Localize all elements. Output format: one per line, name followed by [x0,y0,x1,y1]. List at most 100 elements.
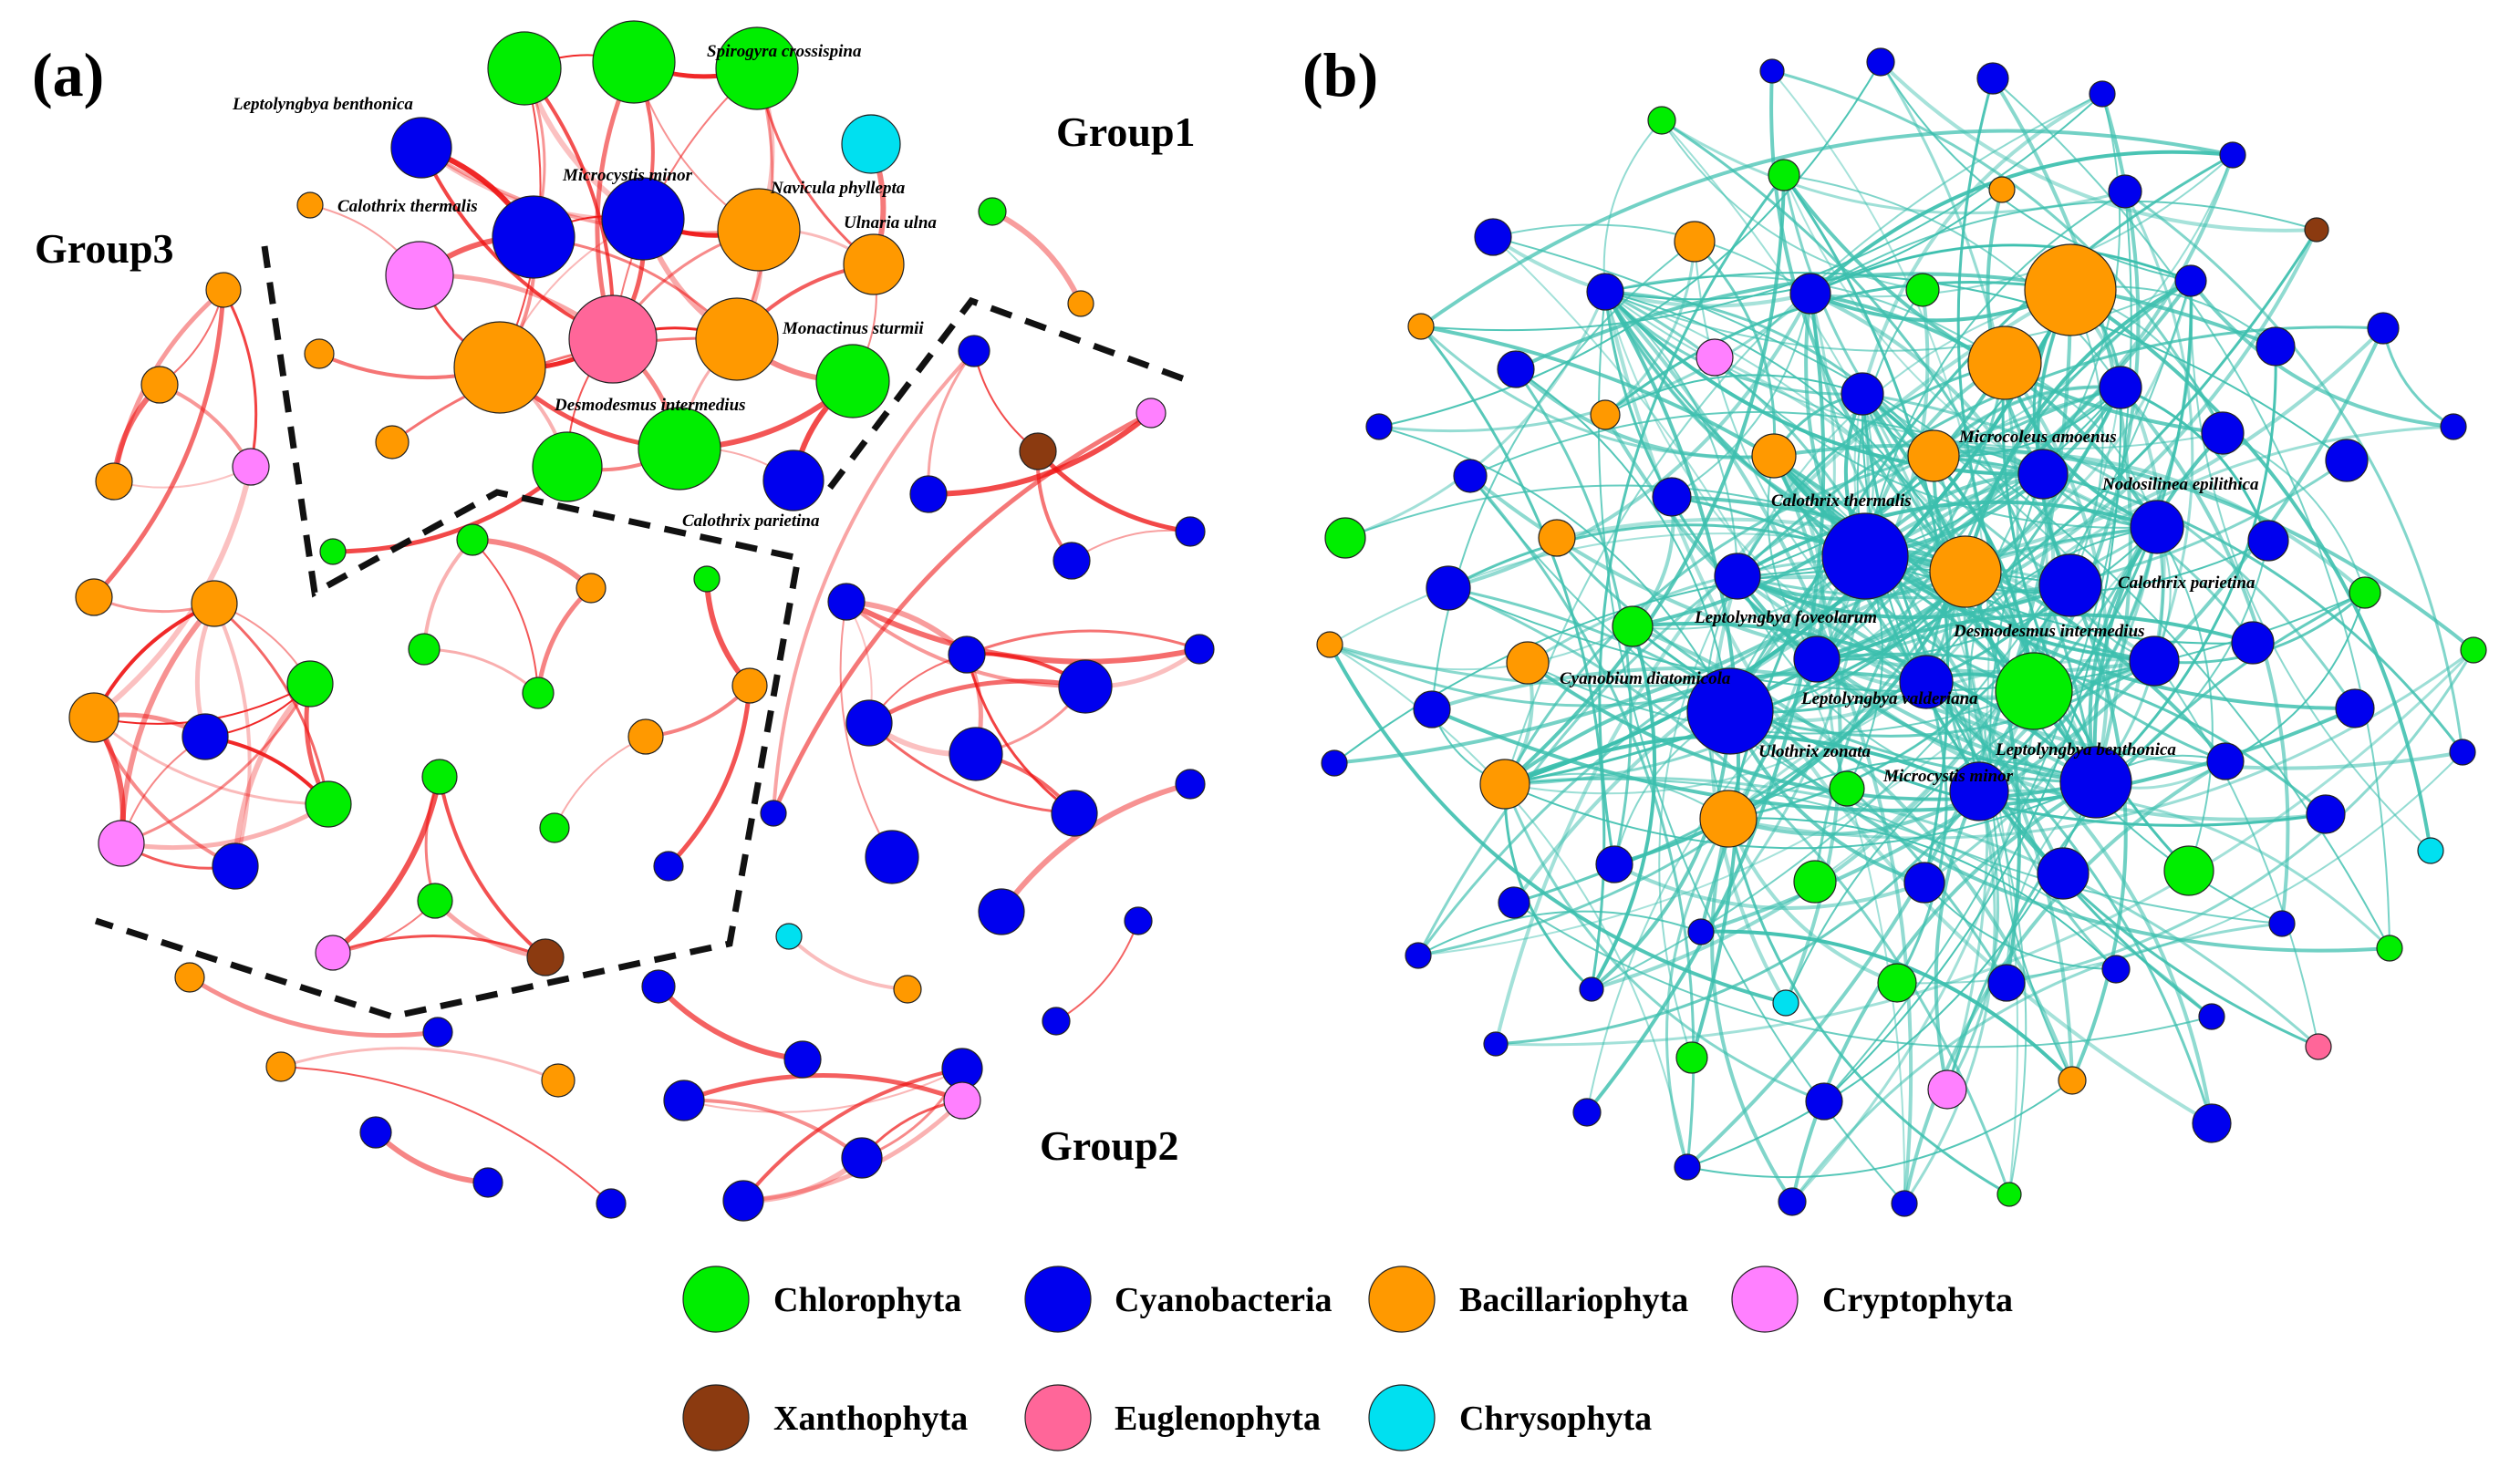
network-node [596,1188,627,1219]
legend-label-chlorophyta: Chlorophyta [773,1281,961,1319]
network-node [978,888,1025,935]
network-node [1506,641,1550,685]
network-node [1891,1190,1918,1217]
edge-a [472,539,539,694]
edge-b [1727,817,2117,970]
panel-label-a: (a) [32,40,104,109]
network-node [2349,576,2381,609]
edge-a [928,410,1153,497]
edge-a [373,1130,489,1185]
network-node [408,633,441,666]
network-node [909,475,948,513]
network-node [522,677,555,709]
network-node [1821,512,1909,600]
edge-b [1864,191,2126,557]
edge-a [683,1073,963,1103]
network-node [385,241,454,310]
legend: Chlorophyta Cyanobacteria Bacillariophyt… [682,1266,2013,1452]
edge-a [667,685,752,868]
network-node [2198,1003,2225,1030]
edge-b [2222,432,2366,594]
network-node [212,842,259,890]
network-node [1899,655,1954,709]
network-node [1538,519,1576,557]
network-node [304,338,335,369]
network-node [1136,398,1167,429]
network-node [205,272,242,308]
network-node [731,667,768,704]
edge-b [1492,223,1811,294]
network-node [2335,688,2375,728]
network-node [2306,794,2346,834]
edge-b [1492,236,2390,949]
network-node [2367,312,2400,345]
legend-swatch-xanthophyta [682,1384,750,1452]
network-node [1572,1098,1602,1127]
network-node [943,1081,981,1120]
edge-a [966,629,1200,656]
edge-b [1527,661,2097,801]
network-node [1687,918,1715,945]
network-node [717,188,801,272]
edge-b [1661,119,2126,215]
network-node [1996,1182,2022,1207]
network-node [1793,635,1841,683]
network-node [526,938,565,976]
network-node [815,344,890,418]
network-node [422,1017,453,1048]
edge-a [422,538,474,650]
network-node [98,820,145,867]
network-node [715,26,799,110]
edge-b [1503,454,1934,785]
network-node [893,975,922,1004]
network-node [1058,659,1113,714]
network-node [1929,535,2002,608]
network-node [2089,80,2116,108]
panel-b-nodes [1316,47,2487,1217]
edge-b [1810,200,2318,294]
network-node [492,195,576,279]
edge-a [845,599,1200,665]
edge-a [771,410,1153,814]
network-node [1316,631,1343,658]
network-node [1483,1031,1509,1057]
network-node [2192,1103,2232,1143]
edge-b [1603,291,2214,1125]
edge-a [332,465,569,554]
edge-b [1772,455,1842,1004]
network-node [1751,433,1797,479]
network-node [1987,964,2026,1002]
network-node [2174,264,2207,297]
network-node [68,692,119,743]
network-node [760,800,787,827]
network-node [2247,520,2289,562]
legend-label-bacillariophyta: Bacillariophyta [1459,1281,1688,1319]
network-node [1903,862,1945,904]
edge-b [1790,922,2283,1203]
edge-b [1992,77,2390,949]
node-label-desmodesmus-b: Desmodesmus intermedius [1953,622,2145,641]
network-node [2304,217,2329,243]
network-node [1949,761,2009,821]
edge-b [1515,272,2276,371]
network-node [1772,989,1799,1017]
node-label-ulnaria: Ulnaria ulna [844,213,937,232]
edge-b [1785,660,2155,1004]
network-node [2256,326,2296,367]
network-node [1674,1153,1701,1181]
group-boundary-line [827,296,1197,491]
network-node [592,20,676,104]
network-node [1714,553,1761,600]
node-label-microcoleus: Microcoleus amoenus [1958,428,2117,447]
network-node [1042,1007,1071,1036]
network-node [319,538,347,565]
network-node [2017,449,2069,500]
node-label-nodosilinea: Nodosilinea epilithica [2101,475,2259,494]
network-node [539,812,570,843]
group-label-2: Group2 [1040,1122,1179,1169]
network-node [627,718,664,755]
network-node [827,583,866,621]
network-node [1175,516,1206,547]
network-node [1768,159,1800,191]
node-label-leptolyngbya-benthonica-b: Leptolyngbya benthonica [1995,740,2176,759]
